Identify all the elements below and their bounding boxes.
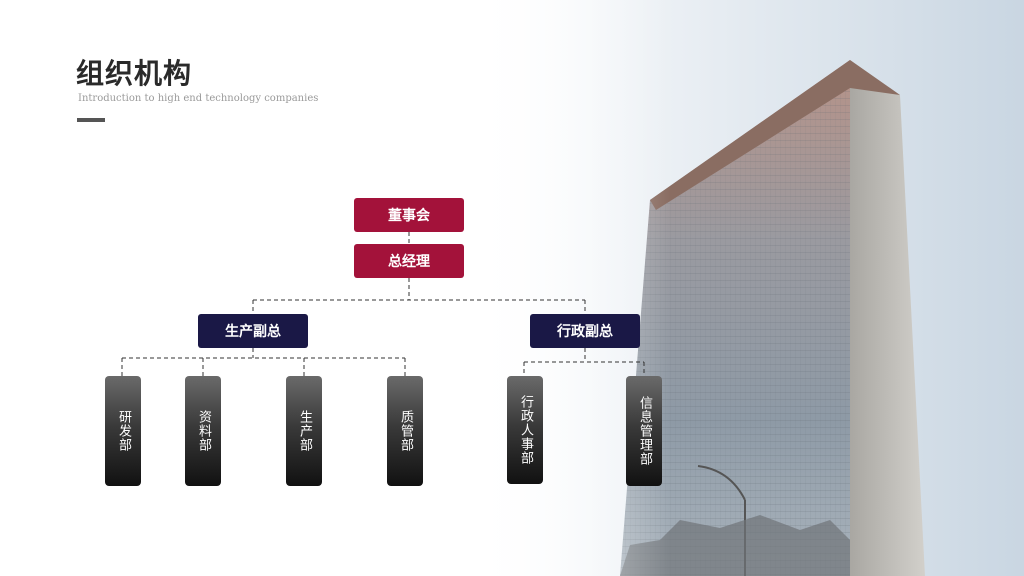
title-underline bbox=[77, 118, 105, 122]
node-dept-quality: 质管部 bbox=[387, 376, 423, 486]
node-board: 董事会 bbox=[354, 198, 464, 232]
node-dept-materials-label: 资料部 bbox=[196, 410, 211, 452]
building-photo bbox=[470, 0, 1024, 576]
node-dept-hr: 行政人事部 bbox=[507, 376, 543, 484]
page-subtitle: Introduction to high end technology comp… bbox=[78, 93, 319, 104]
node-dept-rnd-label: 研发部 bbox=[116, 410, 131, 452]
node-dept-materials: 资料部 bbox=[185, 376, 221, 486]
node-dept-it-label: 信息管理部 bbox=[637, 396, 652, 466]
node-vp-admin-label: 行政副总 bbox=[557, 324, 613, 340]
node-vp-admin: 行政副总 bbox=[530, 314, 640, 348]
node-dept-quality-label: 质管部 bbox=[398, 410, 413, 452]
node-dept-production: 生产部 bbox=[286, 376, 322, 486]
node-vp-production-label: 生产副总 bbox=[225, 324, 281, 340]
node-dept-production-label: 生产部 bbox=[297, 410, 312, 452]
node-general-manager: 总经理 bbox=[354, 244, 464, 278]
node-vp-production: 生产副总 bbox=[198, 314, 308, 348]
node-dept-hr-label: 行政人事部 bbox=[518, 395, 533, 465]
node-general-manager-label: 总经理 bbox=[388, 254, 430, 270]
node-dept-it: 信息管理部 bbox=[626, 376, 662, 486]
node-dept-rnd: 研发部 bbox=[105, 376, 141, 486]
node-board-label: 董事会 bbox=[388, 208, 430, 224]
page-title: 组织机构 bbox=[76, 57, 193, 90]
